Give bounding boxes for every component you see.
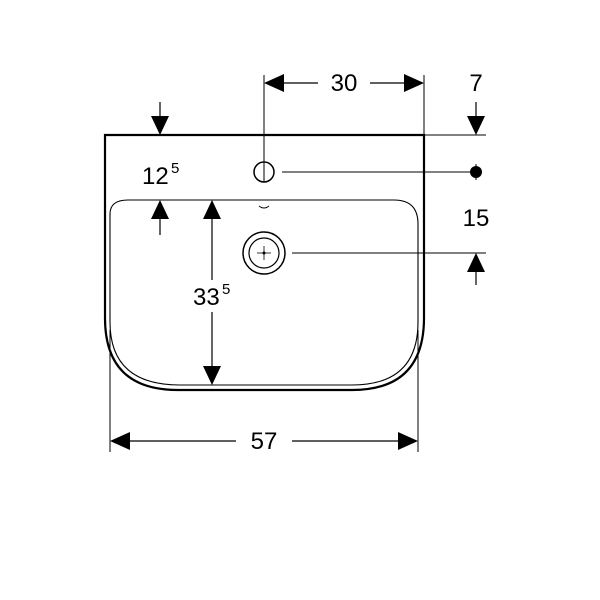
dim-125-arrow-down	[151, 116, 169, 135]
dim-125-arrow-up	[151, 200, 169, 219]
overflow-mark	[258, 205, 270, 209]
dim-335-label-frac: 5	[222, 281, 230, 298]
dim-7-label: 7	[469, 70, 482, 97]
dim-15-arrow-up	[467, 253, 485, 272]
dim-57-arrow-right	[398, 432, 418, 450]
dim-57-label: 57	[251, 428, 278, 455]
dim-125-label-int: 12	[142, 163, 169, 190]
dim-335-arrow-down	[203, 366, 221, 385]
basin-inner-bowl-outline	[109, 199, 419, 386]
dim-30-label: 30	[331, 70, 358, 97]
drain-inner-circle	[248, 237, 280, 269]
dim-57-arrow-left	[110, 432, 130, 450]
dim-7-arrow-down	[467, 116, 485, 135]
basin-outer-outline	[103, 133, 426, 392]
dim-15-label: 15	[463, 205, 490, 232]
dim-335-label-int: 33	[193, 284, 220, 311]
dim-30-arrow-left	[264, 74, 284, 92]
drain-outer-circle	[242, 231, 286, 275]
dim-125-label-frac: 5	[171, 160, 179, 177]
dim-335-arrow-up	[203, 200, 221, 219]
dim-30-arrow-right	[404, 74, 424, 92]
